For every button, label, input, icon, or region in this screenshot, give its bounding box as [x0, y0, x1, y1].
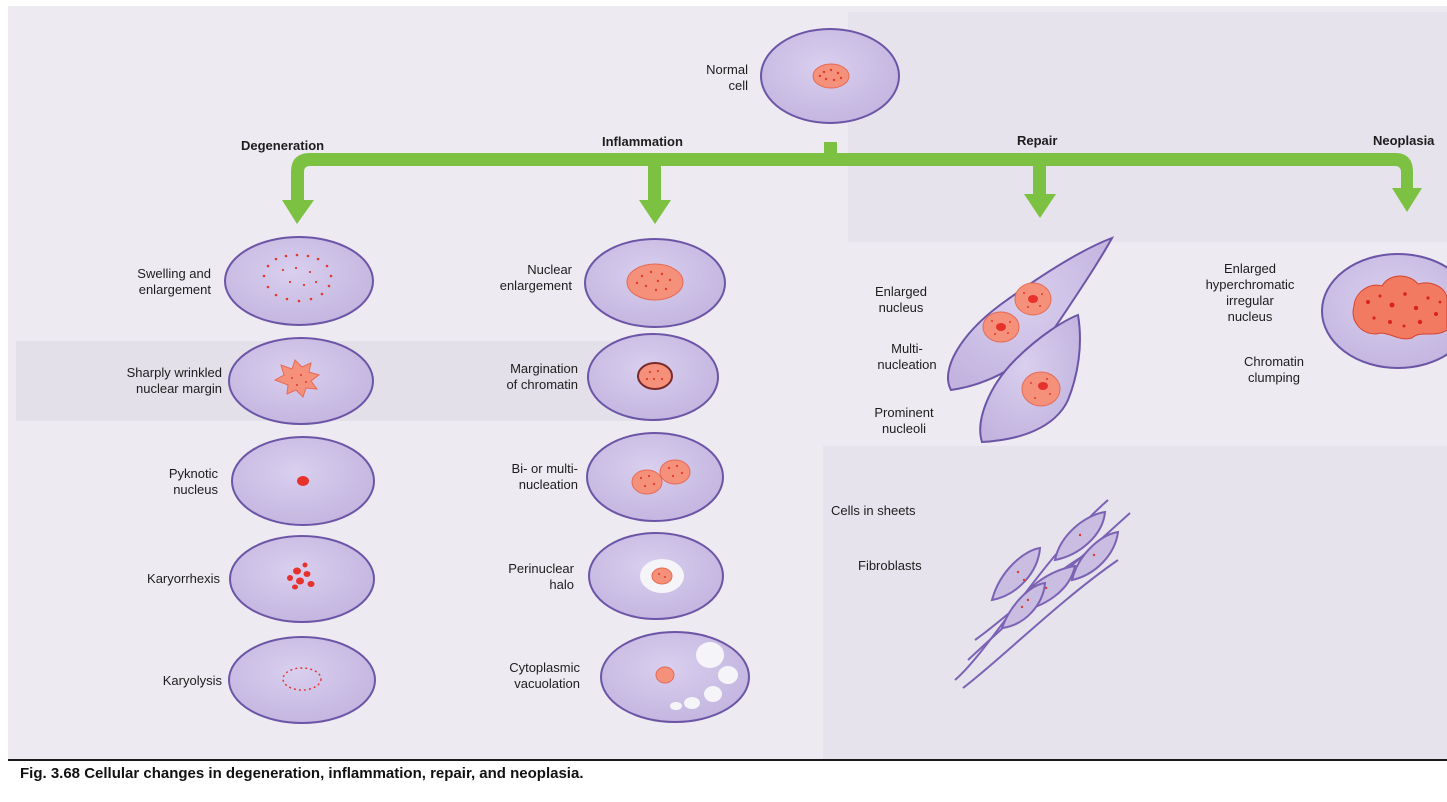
degeneration-cell-swelling: [225, 237, 373, 325]
label-neoplasia-1: Enlarged hyperchromatic irregular nucleu…: [1175, 261, 1325, 325]
normal-cell: [761, 29, 899, 123]
repair-fibroblasts: [955, 500, 1130, 688]
inflammation-cell-perinuclear-halo: [589, 533, 723, 619]
arrow-inflammation-stem: [648, 166, 661, 200]
branch-arrows: [282, 142, 1422, 224]
degeneration-cell-karyolysis: [229, 637, 375, 723]
label-neoplasia-2: Chromatin clumping: [1218, 354, 1330, 386]
label-repair-4: Cells in sheets: [831, 503, 961, 519]
label-degeneration-2: Sharply wrinkled nuclear margin: [60, 365, 222, 397]
arrow-repair: [1024, 194, 1056, 218]
label-inflammation-2: Margination of chromatin: [440, 361, 578, 393]
label-inflammation-3: Bi- or multi- nucleation: [440, 461, 578, 493]
inflammation-cell-vacuolation: [601, 632, 749, 722]
degeneration-cell-karyorrhexis: [230, 536, 374, 622]
inflammation-cell-margination: [588, 334, 718, 420]
arrow-inflammation: [639, 200, 671, 224]
label-degeneration-5: Karyolysis: [60, 673, 222, 689]
label-repair-1: Enlarged nucleus: [856, 284, 946, 316]
label-inflammation-4: Perinuclear halo: [440, 561, 574, 593]
inflammation-cell-nuclear-enlargement: [585, 239, 725, 327]
label-degeneration-1: Swelling and enlargement: [60, 266, 211, 298]
label-repair-2: Multi- nucleation: [862, 341, 952, 373]
label-repair-5: Fibroblasts: [858, 558, 958, 574]
arrow-degeneration: [282, 200, 314, 224]
label-normal-cell: Normal cell: [660, 62, 748, 94]
label-degeneration-3: Pyknotic nucleus: [60, 466, 218, 498]
heading-neoplasia: Neoplasia: [1373, 133, 1434, 148]
label-inflammation-1: Nuclear enlargement: [440, 262, 572, 294]
figure-caption: Fig. 3.68 Cellular changes in degenerati…: [20, 765, 583, 782]
repair-cells-multinucleated: [948, 238, 1112, 442]
degeneration-cell-pyknotic: [232, 437, 374, 525]
label-repair-3: Prominent nucleoli: [856, 405, 952, 437]
heading-repair: Repair: [1017, 133, 1057, 148]
branch-bar: [291, 153, 1413, 208]
figure-bottom-rule: [8, 759, 1447, 761]
label-degeneration-4: Karyorrhexis: [60, 571, 220, 587]
degeneration-cell-wrinkled: [229, 338, 373, 424]
arrow-neoplasia: [1392, 188, 1422, 212]
neoplasia-cell: [1322, 254, 1447, 368]
heading-inflammation: Inflammation: [602, 134, 683, 149]
arrow-repair-stem: [1033, 166, 1046, 196]
label-inflammation-5: Cytoplasmic vacuolation: [440, 660, 580, 692]
inflammation-cell-multinucleation: [587, 433, 723, 521]
heading-degeneration: Degeneration: [241, 138, 324, 153]
